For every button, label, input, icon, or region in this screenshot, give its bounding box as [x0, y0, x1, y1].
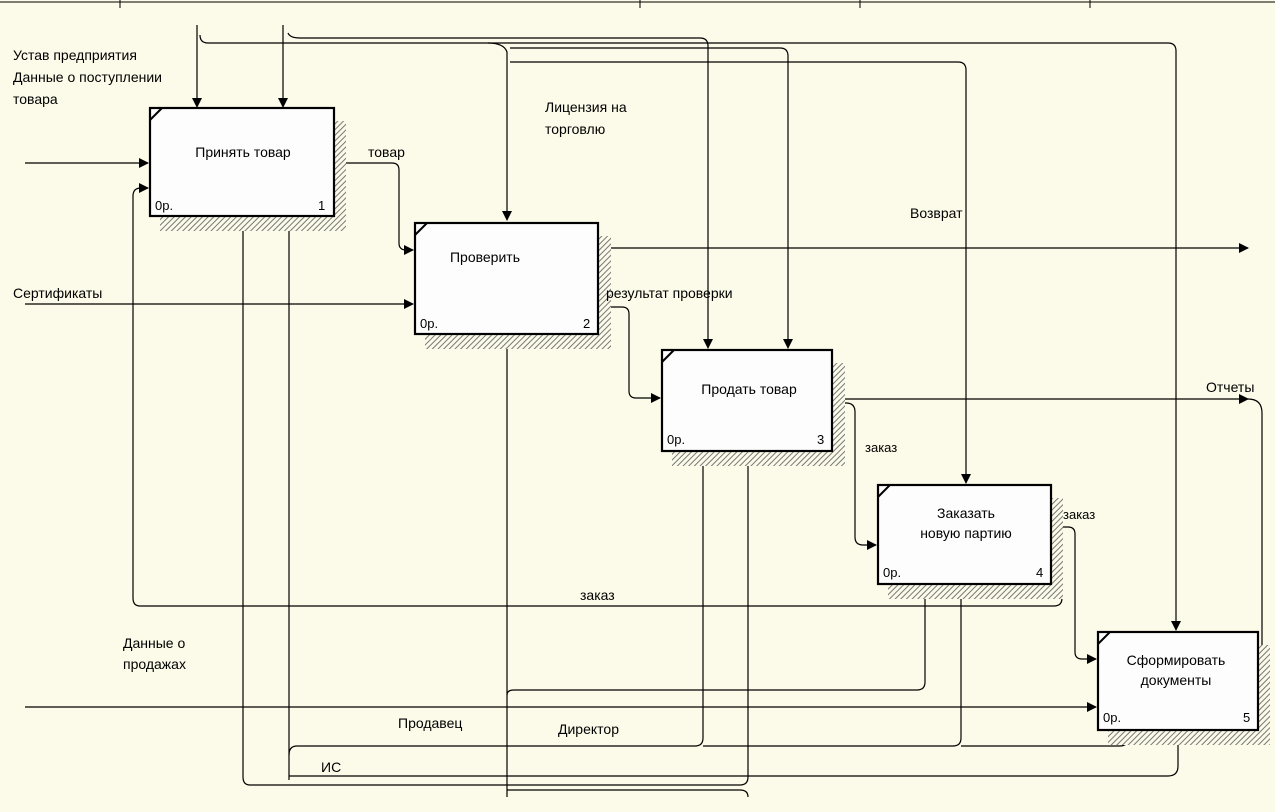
label-is: ИС [321, 759, 341, 775]
arrow-control-bus-2 [287, 32, 713, 349]
box-number: 2 [583, 316, 590, 331]
label-certificates: Сертификаты [13, 285, 102, 301]
arrow-control-bus-5 [510, 61, 971, 484]
arrow-feedback-order [132, 183, 1063, 607]
label-license-1: Лицензия на [545, 99, 627, 115]
label-sales-data-1: Данные о [123, 635, 185, 651]
box-frame [1096, 630, 1260, 732]
arrow-mech-director-bus [506, 585, 930, 696]
box-title: Проверить [450, 249, 520, 265]
activity-box-2[interactable]: Проверить 0р. 2 [413, 221, 611, 349]
label-reports: Отчеты [1206, 379, 1254, 395]
arrow-mech-director-bottom [507, 789, 749, 798]
label-order-feedback: заказ [580, 587, 615, 603]
box-title-line-2: новую партию [920, 525, 1012, 541]
box-cost: 0р. [667, 432, 685, 447]
label-receipt-1: Данные о поступлении [13, 69, 162, 85]
box-cost: 0р. [1103, 710, 1121, 725]
label-order-3-4: заказ [865, 440, 897, 455]
arrow-reports-return [1247, 398, 1263, 650]
box-cost: 0р. [883, 565, 901, 580]
label-return: Возврат [910, 205, 963, 221]
box-number: 4 [1036, 565, 1043, 580]
corner-mark [1097, 631, 1111, 645]
arrow-mech-seller-1 [238, 217, 251, 786]
activity-box-1[interactable]: Принять товар 0р. 1 [148, 106, 346, 231]
label-sales-data-2: продажах [123, 656, 186, 672]
label-check-result: результат проверки [606, 285, 733, 301]
box-frame [876, 483, 1053, 586]
arrow-order-3-4 [832, 402, 877, 550]
box-cost: 0р. [155, 198, 173, 213]
box-cost: 0р. [420, 316, 438, 331]
box-number: 3 [817, 432, 824, 447]
label-goods: товар [368, 144, 405, 160]
arrow-control-bus-1 [199, 34, 1181, 631]
box-title-line-1: Сформировать [1127, 652, 1226, 668]
corner-mark [661, 349, 675, 363]
activity-box-5[interactable]: Сформировать документы 0р. 5 [1096, 630, 1270, 745]
arrow-check-result [598, 306, 661, 403]
label-charter: Устав предприятия [13, 47, 137, 63]
box-title-line-2: документы [1141, 672, 1212, 688]
label-seller: Продавец [398, 715, 462, 731]
box-title: Принять товар [195, 144, 291, 160]
box-frame [413, 221, 600, 336]
box-title-line-1: Заказать [937, 505, 995, 521]
label-director: Директор [558, 721, 619, 737]
corner-mark [877, 484, 891, 498]
corner-mark [149, 107, 163, 121]
box-number: 1 [318, 198, 325, 213]
activity-box-4[interactable]: Заказать новую партию 0р. 4 [876, 483, 1063, 599]
arrow-goods [334, 162, 414, 255]
box-number: 5 [1243, 710, 1250, 725]
box-frame [148, 106, 336, 218]
corner-mark [414, 222, 428, 236]
arrow-mech-is-bus-3 [961, 731, 1133, 747]
arrow-mech-is-bus-2 [703, 585, 966, 747]
activity-box-3[interactable]: Продать товар 0р. 3 [660, 348, 845, 466]
box-title: Продать товар [701, 381, 797, 397]
arrow-control-bus-3 [487, 42, 512, 221]
label-license-2: торговлю [545, 121, 605, 137]
arrow-control-bus-4 [510, 47, 793, 349]
box-frame [660, 348, 834, 453]
label-receipt-2: товара [13, 91, 58, 107]
arrow-mech-seller-bus [250, 452, 753, 786]
arrow-order-4-5 [1051, 526, 1097, 664]
arrow-mech-is-bus [288, 452, 708, 756]
label-order-4-5: заказ [1063, 507, 1095, 522]
arrow-mech-bottom-bus [289, 731, 1183, 777]
